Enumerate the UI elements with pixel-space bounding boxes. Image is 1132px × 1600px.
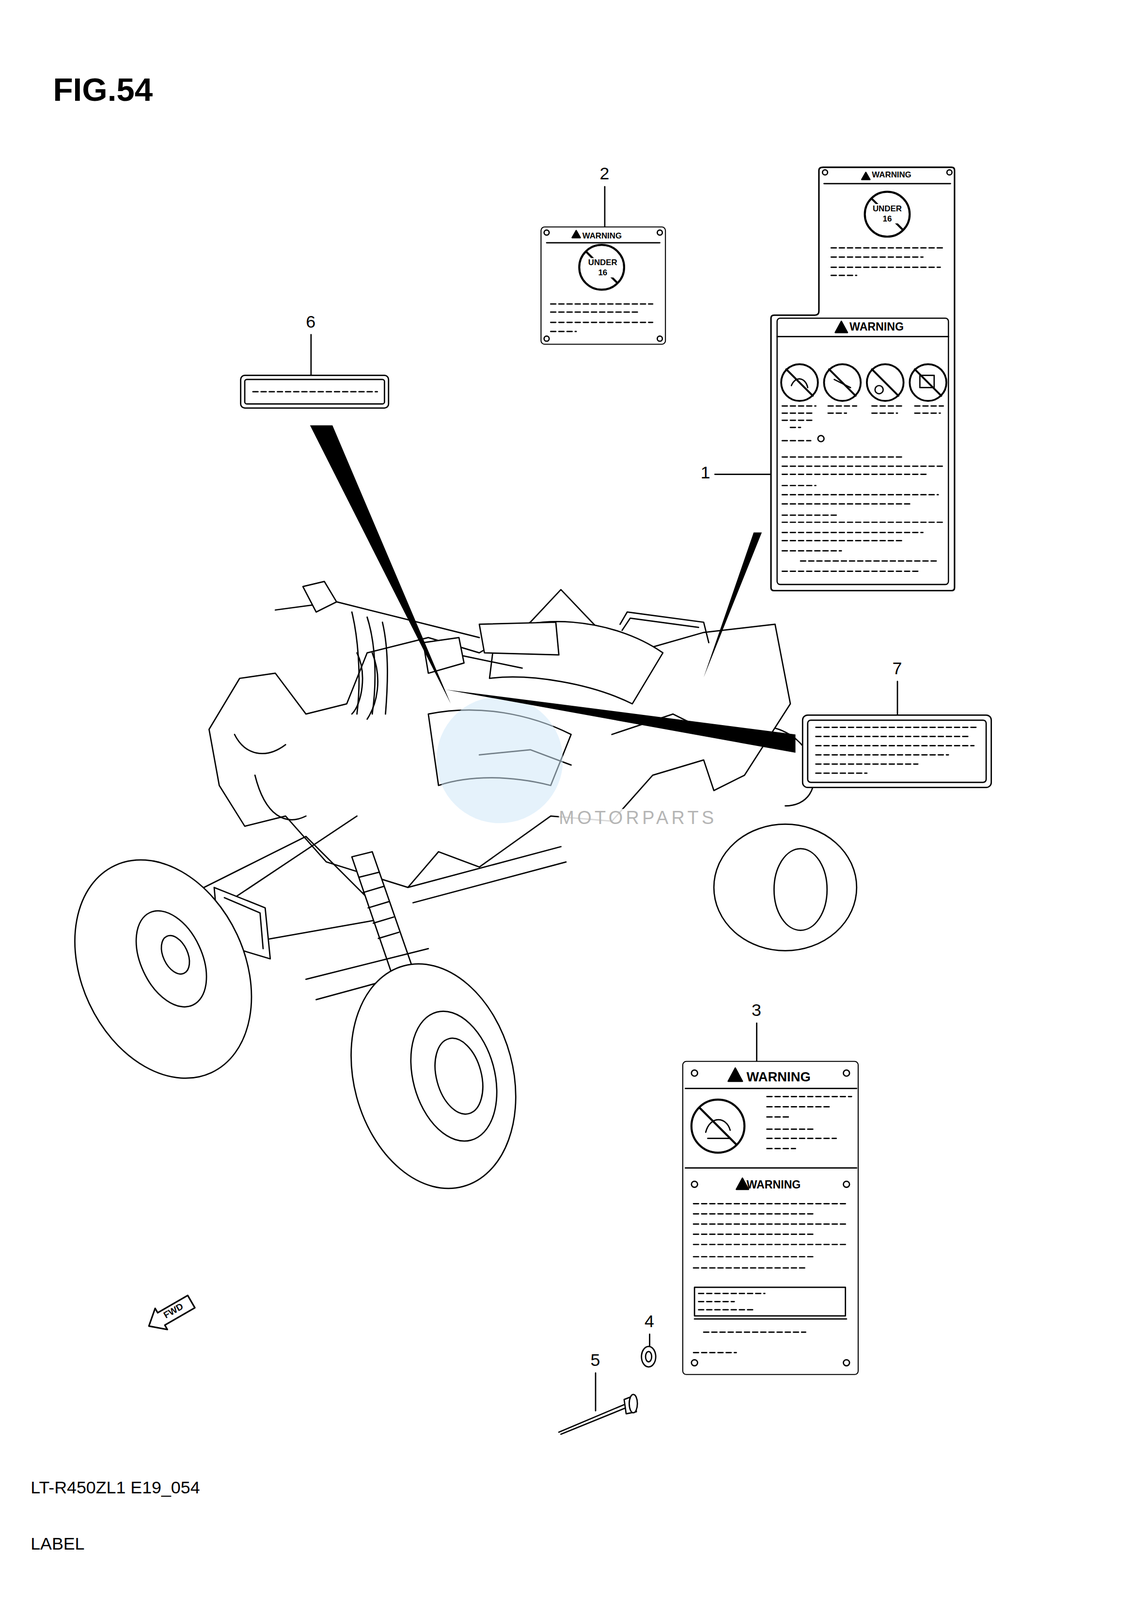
- callout-number: 3: [751, 1001, 762, 1020]
- callout-number: 6: [305, 313, 316, 331]
- warning-label: WARNING UNDER 16: [540, 226, 666, 345]
- figure-code: LT-R450ZL1 E19_054: [30, 1478, 200, 1497]
- callout-number: 1: [700, 464, 711, 482]
- warning-heading: WARNING: [582, 232, 622, 241]
- warning-heading: WARNING: [746, 1069, 811, 1084]
- warning-label: WARNING WARNING: [682, 1060, 859, 1375]
- watermark: MOTORPARTS: [558, 808, 717, 828]
- callout-number: 4: [644, 1312, 655, 1330]
- warning-label: WARNING UNDER 16 WARNING: [770, 166, 956, 592]
- warning-heading: WARNING: [871, 171, 912, 180]
- figure-title: FIG.54: [52, 73, 153, 107]
- callout-number: 7: [892, 660, 902, 678]
- warning-heading: WARNING: [849, 321, 904, 333]
- age-warning-text: UNDER 16: [869, 204, 905, 224]
- callout-number: 5: [590, 1351, 601, 1369]
- figure-caption: LABEL: [30, 1534, 85, 1553]
- callout-number: 2: [599, 165, 610, 183]
- warning-heading: WARNING: [746, 1179, 801, 1191]
- label-outline: [770, 166, 956, 592]
- age-warning-text: UNDER 16: [585, 257, 621, 278]
